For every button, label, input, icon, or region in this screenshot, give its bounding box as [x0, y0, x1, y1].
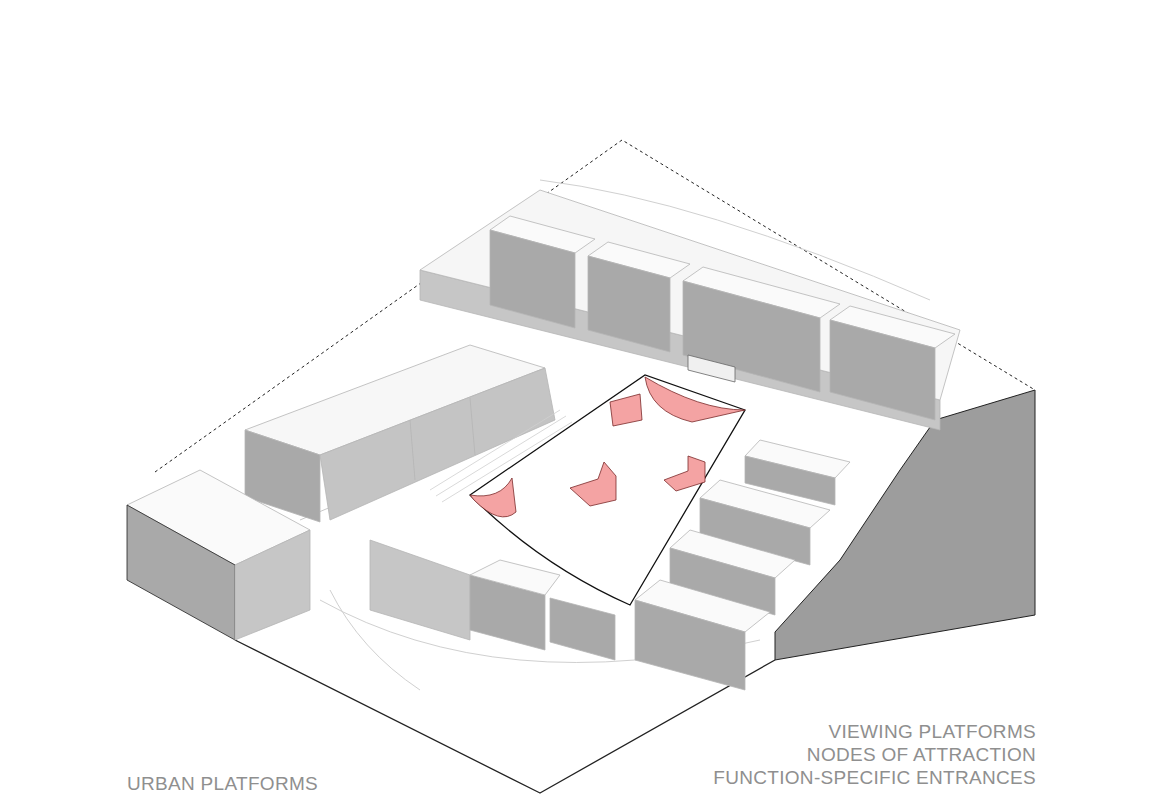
building-face	[127, 505, 235, 640]
building-face	[490, 230, 575, 328]
building-face	[635, 600, 745, 690]
caption-label: NODES OF ATTRACTION	[807, 743, 1036, 766]
caption-label: URBAN PLATFORMS	[127, 772, 318, 795]
viewing-platform	[664, 456, 705, 491]
building-face	[683, 281, 820, 392]
building-face	[550, 598, 615, 660]
building-face	[588, 256, 670, 352]
caption-label: FUNCTION-SPECIFIC ENTRANCES	[713, 766, 1036, 789]
viewing-platform	[645, 377, 745, 422]
corner-building	[127, 470, 310, 640]
building-top	[470, 560, 560, 595]
urban-platform	[470, 375, 745, 605]
viewing-platforms	[470, 377, 745, 517]
ground-surface	[127, 140, 1035, 793]
building-joint	[410, 420, 415, 480]
site-ground	[127, 140, 1035, 793]
terrain-section	[775, 390, 1035, 660]
viewing-platform	[570, 462, 616, 506]
building-face	[235, 530, 310, 640]
building-face	[830, 320, 935, 420]
central-platform	[470, 375, 745, 605]
building-joint	[470, 398, 475, 455]
kiosk	[688, 355, 735, 382]
caption-label: VIEWING PLATFORMS	[829, 720, 1036, 743]
viewing-platform	[610, 394, 642, 426]
building-face	[370, 540, 470, 640]
viewing-platform	[470, 478, 516, 517]
